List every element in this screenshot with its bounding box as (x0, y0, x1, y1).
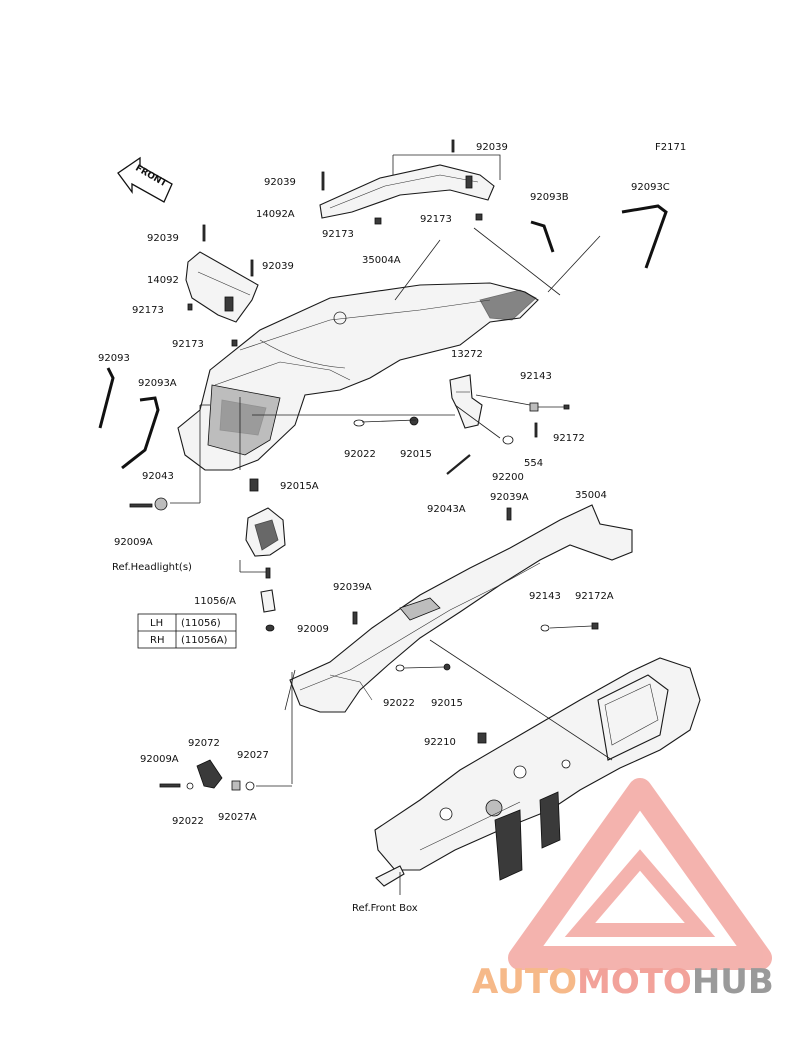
label-92039A-b: 92039A (333, 582, 372, 593)
part-14092 (185, 251, 259, 323)
label-11056: 11056/A (194, 596, 236, 607)
part-35004 (284, 504, 633, 713)
label-13272: 13272 (451, 349, 483, 360)
watermark-text: AUTOMOTOHUB (472, 962, 774, 1002)
label-92022-c: 92022 (172, 816, 204, 827)
leader-lines-upper (170, 227, 601, 504)
label-35004A: 35004A (362, 255, 401, 266)
seal-92093C (621, 204, 668, 269)
label-92015-b: 92015 (431, 698, 463, 709)
watermark-part-2: MOTO (576, 962, 692, 1002)
table-part-rh: (11056A) (181, 635, 228, 646)
callout-labels: 92039 92039 14092A 92173 92173 92093B 92… (98, 142, 670, 914)
label-92172A: 92172A (575, 591, 614, 602)
label-554: 554 (524, 458, 543, 469)
label-92039A-a: 92039A (490, 492, 529, 503)
leader-lines-lower (256, 625, 613, 895)
label-92015-a: 92015 (400, 449, 432, 460)
label-14092A: 14092A (256, 209, 295, 220)
seal-92093B (530, 220, 555, 253)
label-92009A-a: 92009A (114, 537, 153, 548)
label-92043A: 92043A (427, 504, 466, 515)
label-14092: 14092 (147, 275, 179, 286)
label-92093C: 92093C (631, 182, 670, 193)
front-arrow-icon: FRONT (117, 156, 173, 203)
figure-code: F2171 (655, 142, 686, 153)
label-92022-a: 92022 (344, 449, 376, 460)
label-92027A: 92027A (218, 812, 257, 823)
watermark-part-1: AUTO (472, 962, 577, 1002)
watermark-part-3: HUB (691, 962, 774, 1002)
label-92093B: 92093B (530, 192, 569, 203)
label-92043: 92043 (142, 471, 174, 482)
label-92015A: 92015A (280, 481, 319, 492)
label-92143-b: 92143 (529, 591, 561, 602)
hardware-lower (159, 507, 599, 791)
hardware-upper (129, 139, 570, 511)
headlight-bracket (239, 507, 286, 632)
label-92072: 92072 (188, 738, 220, 749)
table-side-rh: RH (150, 635, 164, 646)
label-92173-b: 92173 (420, 214, 452, 225)
seal-92093A (121, 396, 160, 470)
inner-panel (374, 657, 701, 887)
label-92173-c: 92173 (132, 305, 164, 316)
table-part-lh: (11056) (181, 618, 221, 629)
part-13272 (449, 374, 483, 429)
label-92200: 92200 (492, 472, 524, 483)
label-92039-left: 92039 (264, 177, 296, 188)
label-35004: 35004 (575, 490, 607, 501)
label-ref-headlight: Ref.Headlight(s) (112, 562, 192, 573)
part-14092A (319, 154, 501, 219)
table-side-lh: LH (150, 618, 163, 629)
label-92039-top: 92039 (476, 142, 508, 153)
label-ref-front-box: Ref.Front Box (352, 903, 418, 914)
label-92027: 92027 (237, 750, 269, 761)
label-92143-a: 92143 (520, 371, 552, 382)
label-92022-b: 92022 (383, 698, 415, 709)
label-92039-c: 92039 (262, 261, 294, 272)
label-92009: 92009 (297, 624, 329, 635)
watermark-logo-icon (508, 778, 772, 970)
label-92173-a: 92173 (322, 229, 354, 240)
label-92210: 92210 (424, 737, 456, 748)
label-92093A: 92093A (138, 378, 177, 389)
label-92039-b: 92039 (147, 233, 179, 244)
variant-table: LH (11056) RH (11056A) (137, 613, 237, 649)
label-92009A-b: 92009A (140, 754, 179, 765)
label-92093: 92093 (98, 353, 130, 364)
seal-92093 (98, 367, 115, 429)
part-35004A (177, 282, 539, 471)
label-92172: 92172 (553, 433, 585, 444)
label-92173-d: 92173 (172, 339, 204, 350)
